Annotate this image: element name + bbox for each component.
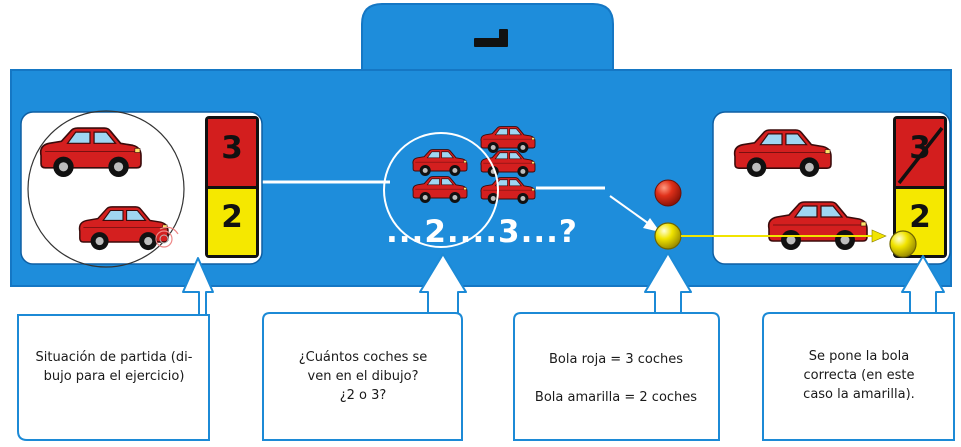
counting-scene bbox=[383, 126, 536, 248]
placed-yellow-ball-icon bbox=[889, 230, 917, 258]
counting-question: ...2....3...? bbox=[386, 214, 578, 250]
caption-question: ¿Cuántos coches se ven en el dibujo? ¿2 … bbox=[298, 350, 428, 403]
caption-box-4 bbox=[762, 312, 955, 441]
caption-box-3 bbox=[513, 312, 720, 441]
result-arrow-head bbox=[871, 229, 887, 243]
caption-boxes bbox=[17, 312, 955, 441]
scene-circle bbox=[27, 110, 185, 268]
result-panel bbox=[712, 111, 951, 265]
result-card-bottom-number: 2 bbox=[909, 199, 931, 235]
caption-balls: Bola roja = 3 coches Bola amarilla = 2 c… bbox=[534, 352, 698, 405]
result-card-top-number: 3 bbox=[909, 130, 931, 166]
start-card-top-number: 3 bbox=[221, 130, 243, 166]
caption-box-2 bbox=[262, 312, 463, 441]
card-bottom-yellow bbox=[208, 189, 256, 255]
strike-through-mark bbox=[897, 126, 944, 185]
yellow-ball-icon bbox=[654, 222, 682, 250]
tab-number-badge bbox=[474, 29, 508, 47]
card-top-red bbox=[208, 119, 256, 186]
start-panel bbox=[20, 110, 263, 268]
partial-car-icon bbox=[155, 226, 179, 248]
caption-result: Se pone la bola correcta (en este caso l… bbox=[803, 349, 915, 402]
red-ball-icon bbox=[654, 179, 682, 207]
arrow-to-ball-head bbox=[643, 218, 660, 232]
caption-start: Situación de partida (di- bujo para el e… bbox=[35, 350, 193, 384]
arrow-to-ball-line bbox=[609, 195, 653, 227]
start-card-bottom-number: 2 bbox=[221, 199, 243, 235]
board-tab bbox=[361, 3, 614, 71]
magnifier-circle bbox=[383, 132, 499, 248]
caption-box-1 bbox=[17, 314, 210, 441]
